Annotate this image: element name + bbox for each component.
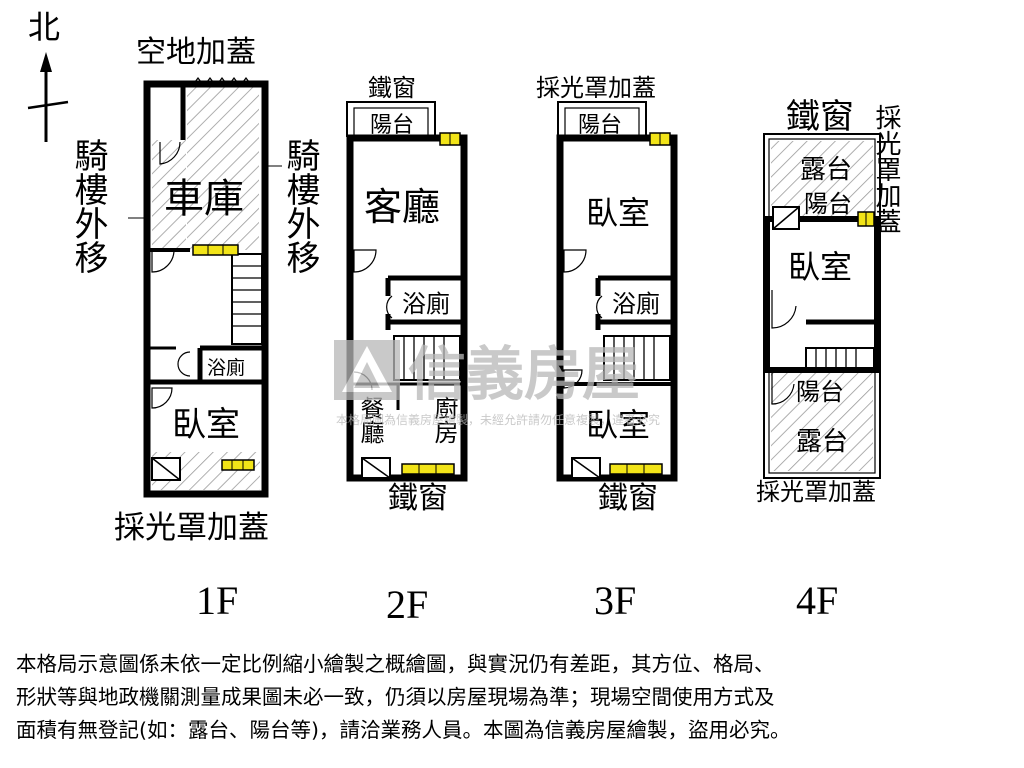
f3-bedroom-top-label: 臥室 xyxy=(586,194,650,232)
f4-terrace-top-label: 露台 xyxy=(800,155,852,185)
disclaimer-line: 本格局示意圖係未依一定比例縮小繪製之概繪圖，與實況仍有差距，其方位、格局、 xyxy=(16,652,775,676)
f1-extension-label: 空地加蓋 xyxy=(136,35,256,70)
floor-4f: 鐵窗 採光罩加蓋 露台 陽台 臥室 陽台 露台 採光罩加蓋 4F xyxy=(756,97,901,623)
watermark: 信義房屋 本格局圖為信義房屋繪製，未經允許請勿任意複製，違者必究 xyxy=(334,340,660,427)
watermark-notice: 本格局圖為信義房屋繪製，未經允許請勿任意複製，違者必究 xyxy=(336,412,660,427)
north-label: 北 xyxy=(28,8,60,46)
f1-bedroom-label: 臥室 xyxy=(172,405,240,445)
disclaimer: 本格局示意圖係未依一定比例縮小繪製之概繪圖，與實況仍有差距，其方位、格局、 形狀… xyxy=(16,648,1016,747)
floor-plan-drawing: 北 xyxy=(27,8,901,627)
f4-balcony-bottom-label: 陽台 xyxy=(796,378,844,406)
f2-bath-label: 浴廁 xyxy=(402,290,450,318)
f1-garage-label: 車庫 xyxy=(164,176,244,222)
disclaimer-line: 面積有無登記(如：露台、陽台等)，請洽業務人員。本圖為信義房屋繪製，盜用必究。 xyxy=(16,718,791,742)
f4-iron-window-label: 鐵窗 xyxy=(786,97,854,137)
f4-bedroom-label: 臥室 xyxy=(788,248,852,286)
f4-skylight-side-label: 採光罩加蓋 xyxy=(871,104,901,234)
f1-floor-label: 1F xyxy=(196,578,238,623)
f3-balcony-label: 陽台 xyxy=(578,113,622,138)
watermark-logo-icon xyxy=(334,340,400,400)
f2-floor-label: 2F xyxy=(386,582,428,627)
f2-living-label: 客廳 xyxy=(364,185,440,229)
f1-arcade-right-label: 騎樓外移 xyxy=(280,138,320,274)
f1-arcade-left-label: 騎樓外移 xyxy=(68,138,108,274)
f4-floor-label: 4F xyxy=(796,578,838,623)
watermark-brand: 信義房屋 xyxy=(408,340,640,408)
disclaimer-line: 形狀等與地政機關測量成果圖未必一致，仍須以房屋現場為準；現場空間使用方式及 xyxy=(16,685,775,709)
f4-terrace-bottom-label: 露台 xyxy=(796,427,848,457)
floor-3f: 採光罩加蓋 陽台 臥室 浴廁 臥室 鐵窗 3F xyxy=(536,74,678,623)
f3-bath-label: 浴廁 xyxy=(612,290,660,318)
f3-iron-window-label: 鐵窗 xyxy=(598,481,658,516)
f1-skylight-label: 採光罩加蓋 xyxy=(114,510,269,546)
f4-balcony-top-label: 陽台 xyxy=(804,190,852,218)
f1-bath-label: 浴廁 xyxy=(207,356,245,379)
f3-floor-label: 3F xyxy=(594,578,636,623)
north-arrow: 北 xyxy=(27,8,69,142)
floor-2f: 鐵窗 陽台 客廳 浴廁 餐廳 廚房 鐵窗 2F xyxy=(346,74,468,627)
f2-iron-window-top-label: 鐵窗 xyxy=(368,74,416,102)
f2-kitchen-label: 廚房 xyxy=(430,396,458,444)
f2-dining-label: 餐廳 xyxy=(356,396,384,444)
f2-iron-window-bottom-label: 鐵窗 xyxy=(388,481,448,516)
f3-skylight-top-label: 採光罩加蓋 xyxy=(536,74,656,102)
floor-1f: 空地加蓋 騎樓外移 騎樓外移 車庫 浴廁 臥室 採光罩加蓋 1F xyxy=(68,35,320,623)
f3-bedroom-bottom-label: 臥室 xyxy=(586,406,650,444)
f2-balcony-label: 陽台 xyxy=(370,113,414,138)
f4-skylight-bottom-label: 採光罩加蓋 xyxy=(756,478,876,506)
